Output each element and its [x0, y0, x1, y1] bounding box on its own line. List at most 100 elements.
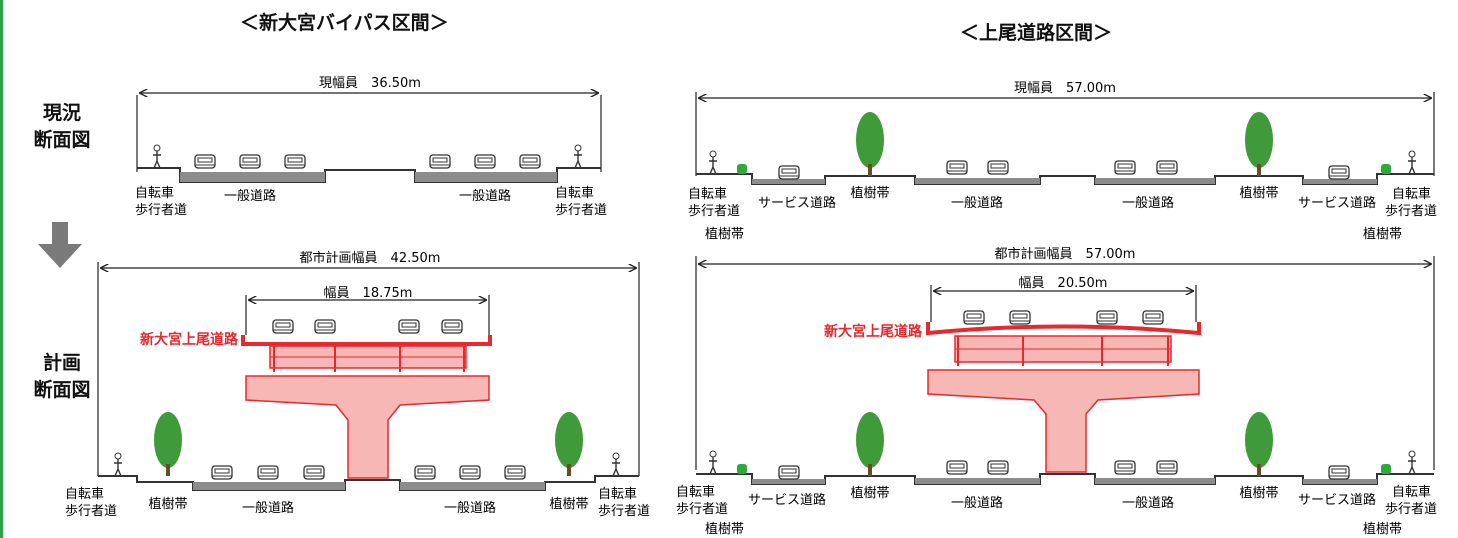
right-plan-elevated-width: 幅員 20.50m [1019, 276, 1108, 291]
plan-section-label: 計画 断面図 [22, 350, 102, 404]
left-current-sidewalk-l1: 自転車 [135, 186, 174, 201]
tree-icon [1245, 112, 1273, 176]
car-icon [504, 465, 526, 480]
right-plan-road-label-r: 一般道路 [1122, 495, 1174, 511]
car-icon [257, 465, 279, 480]
car-icon [778, 465, 800, 480]
left-elevated-road-name: 新大宮上尾道路 [140, 331, 239, 348]
right-plan-service-road-l [752, 479, 825, 484]
car-icon [398, 319, 420, 334]
plan-label-line1: 計画 [42, 352, 81, 374]
right-plan-service-label-r: サービス道路 [1298, 492, 1376, 508]
right-elevated-structure [926, 322, 1201, 473]
left-plan-planting-l: 植樹帯 [148, 497, 187, 512]
car-icon [441, 319, 463, 334]
tree-icon [555, 412, 583, 476]
left-plan-section: 都市計画幅員 42.50m 幅員 18.75m 新大宮上尾道路 [65, 250, 650, 519]
right-plan-sidewalk-r1: 自転車 [1392, 485, 1431, 500]
left-plan-road-left [193, 482, 345, 490]
pedestrian-icon [708, 150, 718, 175]
left-current-road-right [415, 172, 557, 182]
down-arrow-icon [38, 222, 82, 268]
shrub-icon [737, 164, 747, 174]
car-icon [474, 154, 496, 169]
right-current-sidewalk-planting-l: 植樹帯 [705, 227, 744, 242]
current-label-line2: 断面図 [33, 129, 91, 151]
left-current-section: 現幅員 36.50m 自転車 歩行者道 一般道路 一般道路 自転車 歩行者道 [135, 76, 607, 218]
left-current-sidewalk-r1: 自転車 [555, 186, 594, 201]
pedestrian-icon [113, 452, 123, 477]
left-plan-road-label-l: 一般道路 [242, 500, 294, 516]
tree-icon [856, 112, 884, 176]
shrub-icon [1381, 464, 1391, 474]
right-current-sidewalk-r1: 自転車 [1392, 187, 1431, 202]
right-plan-section: 都市計画幅員 57.00m 幅員 20.50m 新大宮上尾道路 [676, 246, 1437, 537]
plan-label-line2: 断面図 [33, 379, 91, 401]
right-current-road-l [915, 178, 1040, 184]
left-plan-sidewalk-l2: 歩行者道 [65, 504, 117, 519]
car-icon [1096, 310, 1118, 325]
car-icon [414, 465, 436, 480]
left-current-sidewalk-r2: 歩行者道 [555, 203, 607, 218]
right-current-road-label-r: 一般道路 [1122, 195, 1174, 211]
left-plan-road-label-r: 一般道路 [444, 500, 496, 516]
left-plan-sidewalk-r1: 自転車 [598, 487, 637, 502]
left-plan-planting-r: 植樹帯 [549, 497, 588, 512]
car-icon [429, 154, 451, 169]
tree-icon [154, 412, 182, 476]
left-current-sidewalk-l2: 歩行者道 [135, 203, 187, 218]
right-current-sidewalk-l2: 歩行者道 [688, 204, 740, 219]
right-current-section: 現幅員 57.00m 自転車 歩行者道 植樹帯 サービス道路 植樹帯 一般道路 … [688, 81, 1437, 242]
right-plan-sidewalk-r2: 歩行者道 [1385, 502, 1437, 517]
current-label-line1: 現況 [42, 102, 81, 124]
car-icon [1156, 160, 1178, 175]
pedestrian-icon [573, 144, 583, 169]
current-section-label: 現況 断面図 [22, 100, 102, 154]
car-icon [963, 310, 985, 325]
right-current-service-label-r: サービス道路 [1298, 195, 1376, 211]
left-current-width-label: 現幅員 36.50m [319, 76, 421, 91]
right-plan-sidewalk-planting-l: 植樹帯 [705, 522, 744, 537]
right-plan-sidewalk-planting-r: 植樹帯 [1363, 522, 1402, 537]
car-icon [519, 154, 541, 169]
left-plan-road-right [400, 482, 545, 490]
right-plan-road-label-l: 一般道路 [951, 495, 1003, 511]
shrub-icon [737, 464, 747, 474]
car-icon [314, 319, 336, 334]
right-plan-service-road-r [1303, 479, 1377, 484]
right-current-sidewalk-l1: 自転車 [688, 187, 727, 202]
car-icon [1114, 460, 1136, 475]
pedestrian-icon [152, 144, 162, 169]
left-elevated-structure [241, 335, 492, 479]
right-current-road-r [1095, 178, 1215, 184]
car-icon [946, 160, 968, 175]
left-plan-sidewalk-r2: 歩行者道 [598, 504, 650, 519]
car-icon [946, 460, 968, 475]
left-plan-width-label: 都市計画幅員 42.50m [300, 250, 441, 266]
right-current-road-label-l: 一般道路 [951, 195, 1003, 211]
car-icon [987, 460, 1009, 475]
car-icon [211, 465, 233, 480]
left-section-title: ＜新大宮バイパス区間＞ [240, 12, 449, 34]
right-section-title: ＜上尾道路区間＞ [960, 22, 1113, 44]
tree-icon [856, 412, 884, 476]
right-current-service-road-r [1303, 179, 1377, 184]
car-icon [1156, 460, 1178, 475]
right-current-sidewalk-r2: 歩行者道 [1385, 204, 1437, 219]
right-plan-service-label-l: サービス道路 [748, 492, 826, 508]
car-icon [239, 154, 261, 169]
left-current-road-label-r: 一般道路 [459, 188, 511, 204]
car-icon [303, 465, 325, 480]
pedestrian-icon [611, 452, 621, 477]
car-icon [1142, 310, 1164, 325]
right-plan-width-label: 都市計画幅員 57.00m [995, 246, 1136, 262]
left-current-road-label-l: 一般道路 [224, 188, 276, 204]
right-plan-sidewalk-l1: 自転車 [676, 485, 715, 500]
car-icon [284, 154, 306, 169]
shrub-icon [1381, 164, 1391, 174]
right-current-planting-l: 植樹帯 [850, 186, 889, 201]
right-current-sidewalk-planting-r: 植樹帯 [1363, 227, 1402, 242]
car-icon [1114, 160, 1136, 175]
right-current-planting-r: 植樹帯 [1239, 186, 1278, 201]
